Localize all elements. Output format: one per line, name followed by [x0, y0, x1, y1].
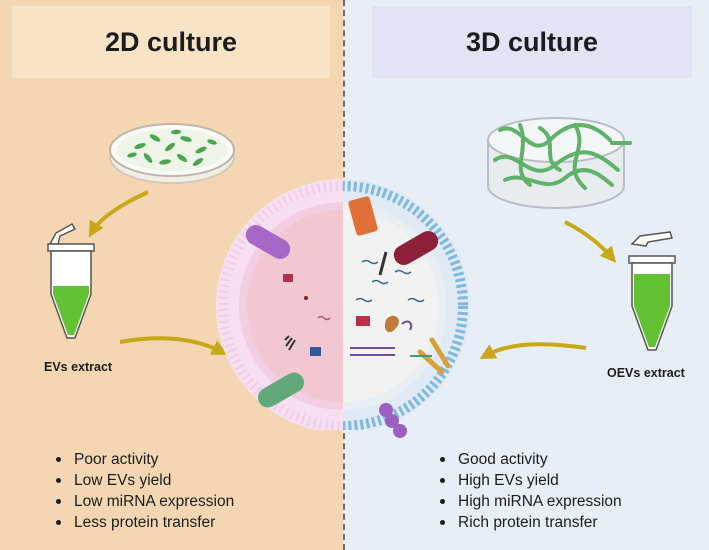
- list-item: High EVs yield: [436, 470, 622, 491]
- title-2d-culture: 2D culture: [12, 6, 330, 78]
- oevs-extract-label: OEVs extract: [607, 366, 685, 380]
- list-item: Low miRNA expression: [52, 491, 234, 512]
- evs-extract-label: EVs extract: [44, 360, 113, 374]
- bullet-list-2d: Poor activity Low EVs yield Low miRNA ex…: [52, 449, 234, 533]
- arrow-tube-to-vesicle: [119, 336, 228, 355]
- tube-icon-left: [47, 222, 95, 339]
- list-item: Poor activity: [52, 449, 234, 470]
- list-item: Rich protein transfer: [436, 512, 622, 533]
- arrow-scaffold-to-tube: [564, 220, 617, 263]
- arrow-tube-to-vesicle-right: [479, 342, 587, 360]
- tube-icon-right: [628, 231, 676, 351]
- scaffold-3d-icon: [487, 117, 632, 209]
- petri-dish-icon: [109, 123, 235, 184]
- arrow-dish-to-tube: [88, 190, 149, 238]
- list-item: Low EVs yield: [52, 470, 234, 491]
- list-item: High miRNA expression: [436, 491, 622, 512]
- title-3d-culture: 3D culture: [372, 6, 692, 78]
- bullet-list-3d: Good activity High EVs yield High miRNA …: [436, 449, 622, 533]
- list-item: Less protein transfer: [52, 512, 234, 533]
- list-item: Good activity: [436, 449, 622, 470]
- extracellular-vesicle: [216, 179, 470, 438]
